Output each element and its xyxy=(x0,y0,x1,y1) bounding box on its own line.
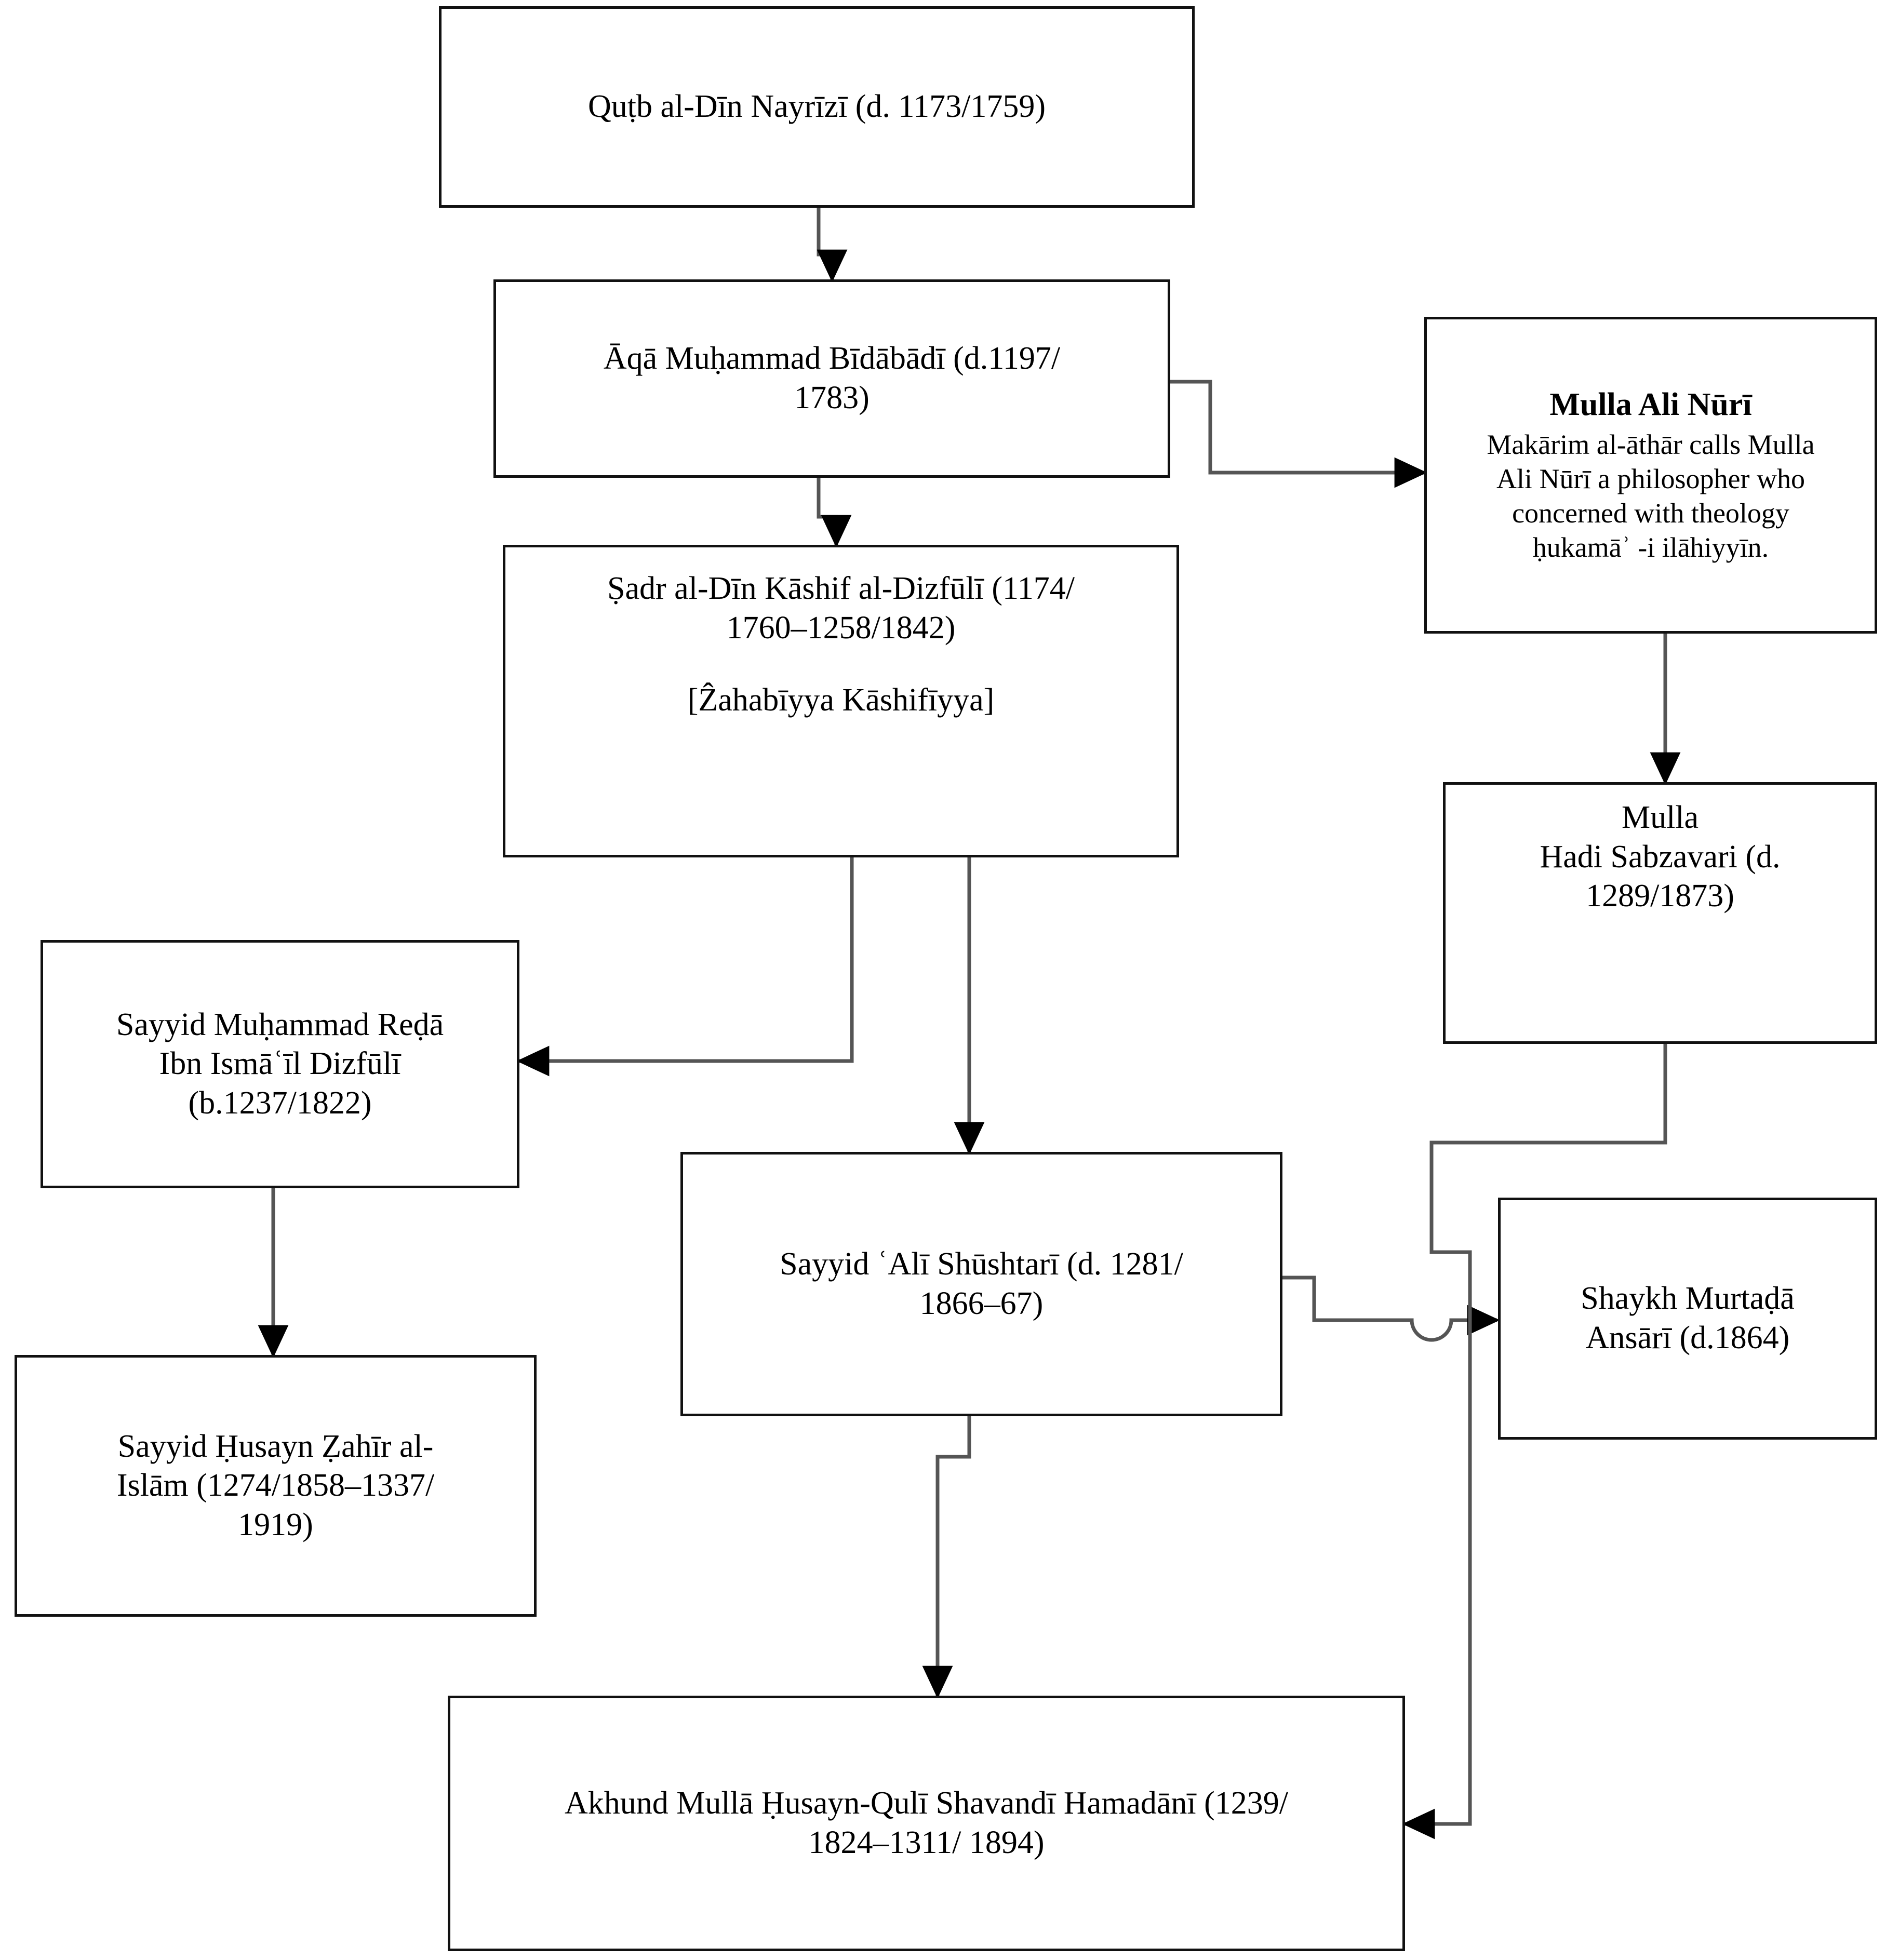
node-aqa-muhammad-bidabadi[interactable]: Āqā Muḥammad Bīdābādī (d.1197/ 1783) xyxy=(493,279,1170,478)
edge-shushtari-to-ansari xyxy=(1282,1276,1500,1342)
edge-shushtari-to-hamadani xyxy=(922,1416,971,1699)
node-title: Mulla Ali Nūrī xyxy=(1549,387,1752,423)
node-label-line-1: Āqā Muḥammad Bīdābādī (d.1197/ xyxy=(603,341,1061,377)
node-label-line-2: 1866–67) xyxy=(919,1285,1044,1321)
node-label: Quṭb al-Dīn Nayrīzī (d. 1173/1759) xyxy=(587,89,1046,125)
node-label-line-1: Sayyid Ḥusayn Ẓahīr al- xyxy=(117,1428,434,1464)
node-note-line-4: ḥukamāʾ -i ilāhiyyīn. xyxy=(1532,531,1769,563)
node-label-line-2: Islām (1274/1858–1337/ xyxy=(116,1468,435,1503)
edge-kashif-to-dizfuli xyxy=(516,857,854,1077)
node-sayyid-husayn-zahir-al-islam[interactable]: Sayyid Ḥusayn Ẓahīr al- Islām (1274/1858… xyxy=(15,1355,537,1617)
node-label-line-1: Ṣadr al-Dīn Kāshif al-Dizfūlī (1174/ xyxy=(607,571,1075,606)
node-label-line-1: Akhund Mullā Ḥusayn-Qulī Shavandī Hamadā… xyxy=(564,1786,1289,1821)
node-label-bracketed: [Ẑahabīyya Kāshifīyya] xyxy=(687,682,995,718)
node-sayyid-muhammad-reda-ibn-ismail-dizfuli[interactable]: Sayyid Muḥammad Reḍā Ibn Ismāʿīl Dizfūlī… xyxy=(41,940,519,1188)
node-label-line-2: 1824–1311/ 1894) xyxy=(808,1825,1045,1860)
edge-nayrizi-to-bidabadi xyxy=(817,208,848,283)
node-akhund-mulla-husayn-quli-shavandi-hamadani[interactable]: Akhund Mullā Ḥusayn-Qulī Shavandī Hamadā… xyxy=(448,1696,1405,1951)
node-label-line-1: Sayyid ʿAlī Shūshtarī (d. 1281/ xyxy=(780,1246,1183,1282)
node-label-line-3: 1919) xyxy=(238,1507,313,1542)
node-qutb-al-din-nayrizi[interactable]: Quṭb al-Dīn Nayrīzī (d. 1173/1759) xyxy=(439,6,1195,208)
node-label-line-3: 1289/1873) xyxy=(1586,878,1734,914)
node-label-line-1: Sayyid Muḥammad Reḍā xyxy=(116,1006,444,1042)
node-mulla-hadi-sabzavari[interactable]: Mulla Hadi Sabzavari (d. 1289/1873) xyxy=(1443,782,1877,1044)
node-label-line-1: Mulla xyxy=(1621,800,1699,835)
node-label-line-2: Ibn Ismāʿīl Dizfūlī xyxy=(159,1046,401,1082)
node-label-line-2: Ansārī (d.1864) xyxy=(1585,1320,1790,1355)
node-note-line-2: Ali Nūrī a philosopher who xyxy=(1496,463,1805,494)
node-label-line-1: Shaykh Murtaḍā xyxy=(1581,1281,1795,1317)
node-label-line-2: 1760–1258/1842) xyxy=(726,610,956,646)
edge-bidabadi-to-kashif xyxy=(817,478,852,548)
node-label-line-2: 1783) xyxy=(794,380,870,415)
node-sadr-al-din-kashif-al-dizfuli[interactable]: Ṣadr al-Dīn Kāshif al-Dizfūlī (1174/ 176… xyxy=(503,545,1179,857)
node-label-line-2: Hadi Sabzavari (d. xyxy=(1540,839,1781,875)
node-label-line-3: (b.1237/1822) xyxy=(188,1085,372,1121)
node-sayyid-ali-shushtari[interactable]: Sayyid ʿAlī Shūshtarī (d. 1281/ 1866–67) xyxy=(680,1152,1282,1416)
node-shaykh-murtada-ansari[interactable]: Shaykh Murtaḍā Ansārī (d.1864) xyxy=(1498,1198,1877,1440)
node-note-line-3: concerned with theology xyxy=(1512,497,1789,529)
node-mulla-ali-nuri[interactable]: Mulla Ali Nūrī Makārim al-āthār calls Mu… xyxy=(1424,317,1877,634)
node-note-line-1: Makārim al-āthār calls Mulla xyxy=(1487,429,1815,461)
edge-bidabadi-to-nuri xyxy=(1170,380,1427,488)
